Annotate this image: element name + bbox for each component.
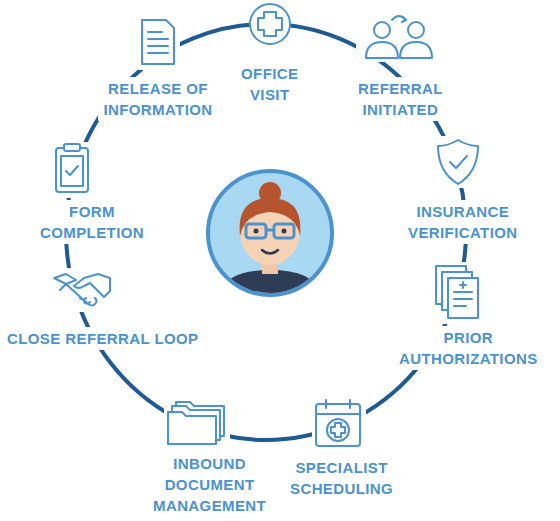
document-icon [136,16,180,70]
clipboard-icon [50,142,94,198]
step-label: OFFICE VISIT [238,62,301,106]
office-icon [250,4,290,44]
step-label: PRIOR AUTHORIZATIONS [396,326,541,370]
documents-icon [430,262,486,324]
step-label: REFERRAL INITIATED [355,77,446,121]
step-label: SPECIALIST SCHEDULING [287,456,396,500]
step-label: RELEASE OF INFORMATION [98,77,218,121]
step-label: FORM COMPLETION [37,200,147,244]
calendar-icon [312,398,366,450]
handshake-icon [50,268,116,312]
folders-icon [164,398,230,448]
people-icon [356,16,442,62]
step-label: INBOUND DOCUMENT MANAGEMENT [150,452,269,517]
shield-icon [436,136,482,188]
step-label: CLOSE REFERRAL LOOP [4,327,202,350]
step-label: INSURANCE VERIFICATION [405,200,521,244]
avatar-figure [208,171,332,300]
